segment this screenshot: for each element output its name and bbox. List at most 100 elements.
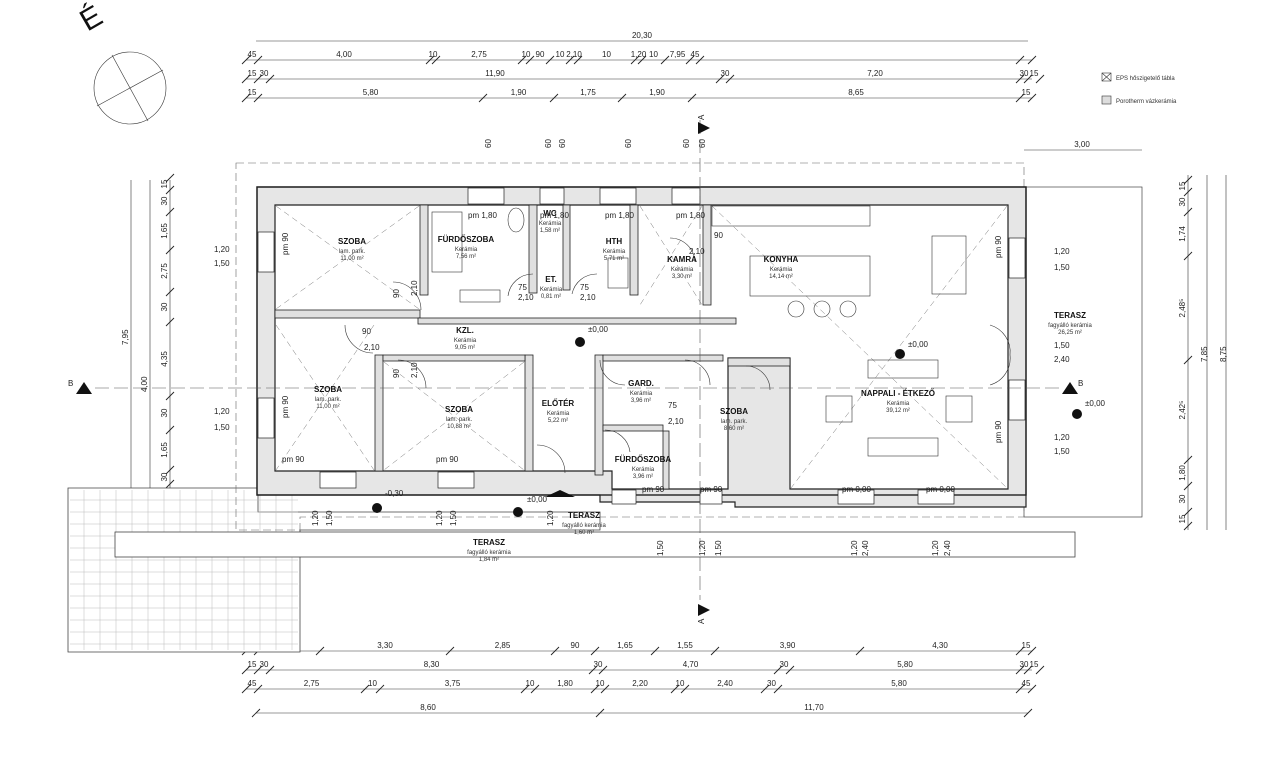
opening-d60: 60	[682, 139, 691, 148]
opening-w120: 1,20	[311, 510, 320, 526]
room-area: 39,12 m²	[886, 408, 910, 414]
dim-value: 1,65	[160, 442, 169, 458]
dim-value: 30	[1020, 69, 1029, 78]
opening-pm90: pm 90	[436, 455, 459, 464]
left-dimension-lines: 7,95 4,00	[121, 180, 171, 520]
room-area: 11,00 m²	[340, 256, 363, 262]
opening-pm180: pm 1,80	[540, 211, 569, 220]
room-name: TERASZ	[568, 511, 600, 520]
section-a-top: A	[697, 114, 706, 120]
dim-value: 15	[1030, 69, 1039, 78]
room-area: 10,88 m²	[447, 424, 471, 430]
opening-pm180: pm 1,80	[468, 211, 497, 220]
dim-value: 10	[526, 679, 535, 688]
room-floor: fagyálló kerámia	[562, 523, 606, 529]
section-lines: A A B B	[68, 114, 1083, 624]
dim-value: 8,65	[848, 88, 864, 97]
opening-pm90: pm 90	[281, 395, 290, 418]
dim-value: 2,48⁵	[1178, 299, 1187, 318]
room-floor: Kerámia	[671, 267, 694, 273]
room-area: 26,25 m²	[1058, 330, 1082, 336]
dim-value: 10	[368, 679, 377, 688]
dim-total-width: 20,30	[632, 31, 653, 40]
level-markers: ±0,00 ±0,00 ±0,00 -0,30 ±0,00	[372, 325, 1106, 517]
dim-right-mid: 7,85	[1200, 346, 1209, 362]
opening-w150: 1,50	[714, 540, 723, 556]
dim-value: 11,90	[485, 69, 505, 78]
room-name: HTH	[606, 237, 623, 246]
section-b-right: B	[1078, 379, 1083, 388]
room-diagonals	[275, 205, 1008, 489]
dim-value: 45	[248, 50, 257, 59]
dim-value: 15	[248, 660, 257, 669]
room-area: 5,22 m²	[548, 418, 568, 424]
dim-value: 1,90	[511, 88, 527, 97]
room-area: 1,60 m²	[574, 530, 594, 536]
room-name: FÜRDŐSZOBA	[438, 235, 495, 244]
bottom-dimension-lines	[246, 650, 1032, 714]
opening-w150: 1,50	[214, 423, 230, 432]
opening-w240: 2,40	[861, 540, 870, 556]
opening-d75: 75	[668, 401, 677, 410]
dim-value: 30	[594, 660, 603, 669]
opening-pm90: pm 90	[994, 235, 1003, 258]
room-name: TERASZ	[1054, 311, 1086, 320]
dim-value: 2,75	[304, 679, 320, 688]
roof-outline	[235, 162, 1025, 531]
dim-value: 10	[676, 679, 685, 688]
dim-value: 7,20	[867, 69, 883, 78]
dim-value: 30	[1178, 197, 1187, 206]
opening-w150: 1,50	[214, 259, 230, 268]
dim-left-mid: 4,00	[140, 376, 149, 392]
dim-value: 2,75	[160, 263, 169, 279]
opening-pm90: pm 90	[642, 485, 665, 494]
door-swings	[344, 237, 1011, 474]
opening-d60: 60	[698, 139, 707, 148]
room-floor: lam. park.	[315, 397, 342, 403]
opening-pm90: pm 90	[282, 455, 305, 464]
room-floor: Kerámia	[455, 247, 478, 253]
room-floor: lam. park.	[339, 249, 366, 255]
dim-value: 7,95	[670, 50, 686, 59]
room-area: 9,05 m²	[455, 345, 475, 351]
dim-value: 2,20	[632, 679, 648, 688]
dim-value: 3,75	[445, 679, 461, 688]
opening-d60: 60	[484, 139, 493, 148]
room-area: 14,14 m²	[769, 274, 793, 280]
opening-w150: 1,50	[325, 510, 334, 526]
room-name: TERASZ	[473, 538, 505, 547]
opening-w120: 1,20	[1054, 247, 1070, 256]
opening-w150: 1,50	[449, 510, 458, 526]
dim-value: 5,80	[897, 660, 913, 669]
dim-value: 30	[780, 660, 789, 669]
room-area: 3,30 m²	[672, 274, 692, 280]
opening-w240: 2,40	[1054, 355, 1070, 364]
room-name: KAMRA	[667, 255, 697, 264]
opening-w150: 1,50	[1054, 341, 1070, 350]
dim-value: 2,40	[717, 679, 733, 688]
room-floor: fagyálló kerámia	[467, 550, 511, 556]
room-floor: lam. park.	[721, 419, 748, 425]
opening-w120: 1,20	[1054, 433, 1070, 442]
dim-value: 2,10	[566, 50, 582, 59]
opening-w240: 2,40	[943, 540, 952, 556]
dim-value: 4,35	[160, 351, 169, 367]
room-floor: Kerámia	[632, 467, 655, 473]
opening-pm90: pm 90	[994, 420, 1003, 443]
room-name: SZOBA	[720, 407, 748, 416]
opening-pm90: pm 90	[700, 485, 723, 494]
dim-value: 30	[1178, 494, 1187, 503]
dim-value: 90	[571, 641, 580, 650]
